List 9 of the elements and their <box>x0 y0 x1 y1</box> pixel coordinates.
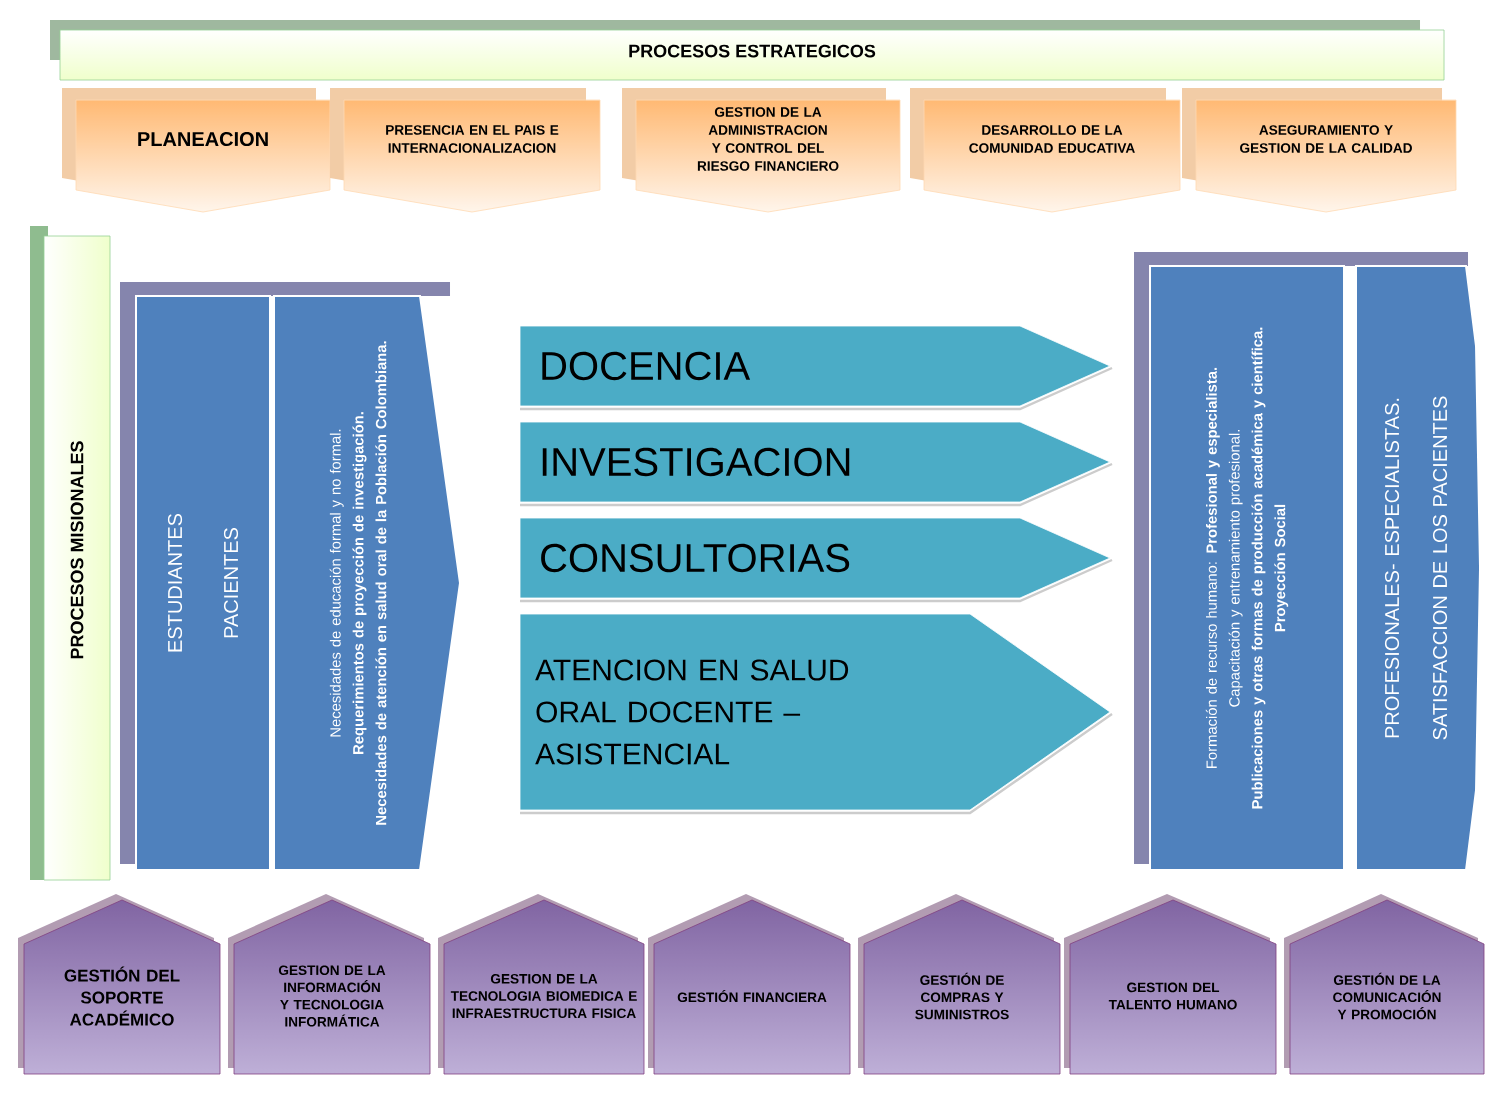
process-pentagon: PLANEACION <box>62 88 331 213</box>
pointed-label-box: DOCENCIA <box>519 325 1113 411</box>
vertical-band: PROCESOS MISIONALES <box>30 226 111 881</box>
pointed-label-box: INVESTIGACION <box>519 421 1113 507</box>
pointed-label-box: CONSULTORIAS <box>519 517 1113 603</box>
input-box: PROFESIONALES- ESPECIALISTAS. SATISFACCION DE LOS PACIENTES <box>1355 265 1481 871</box>
title-band: PROCESOS ESTRATEGICOS <box>50 20 1445 81</box>
pointed-label-box: ATENCION EN SALUD ORAL DOCENTE – ASISTENCIAL <box>519 613 1113 815</box>
support-house: GESTIÓN DEL SOPORTE ACADÉMICO <box>18 894 221 1075</box>
